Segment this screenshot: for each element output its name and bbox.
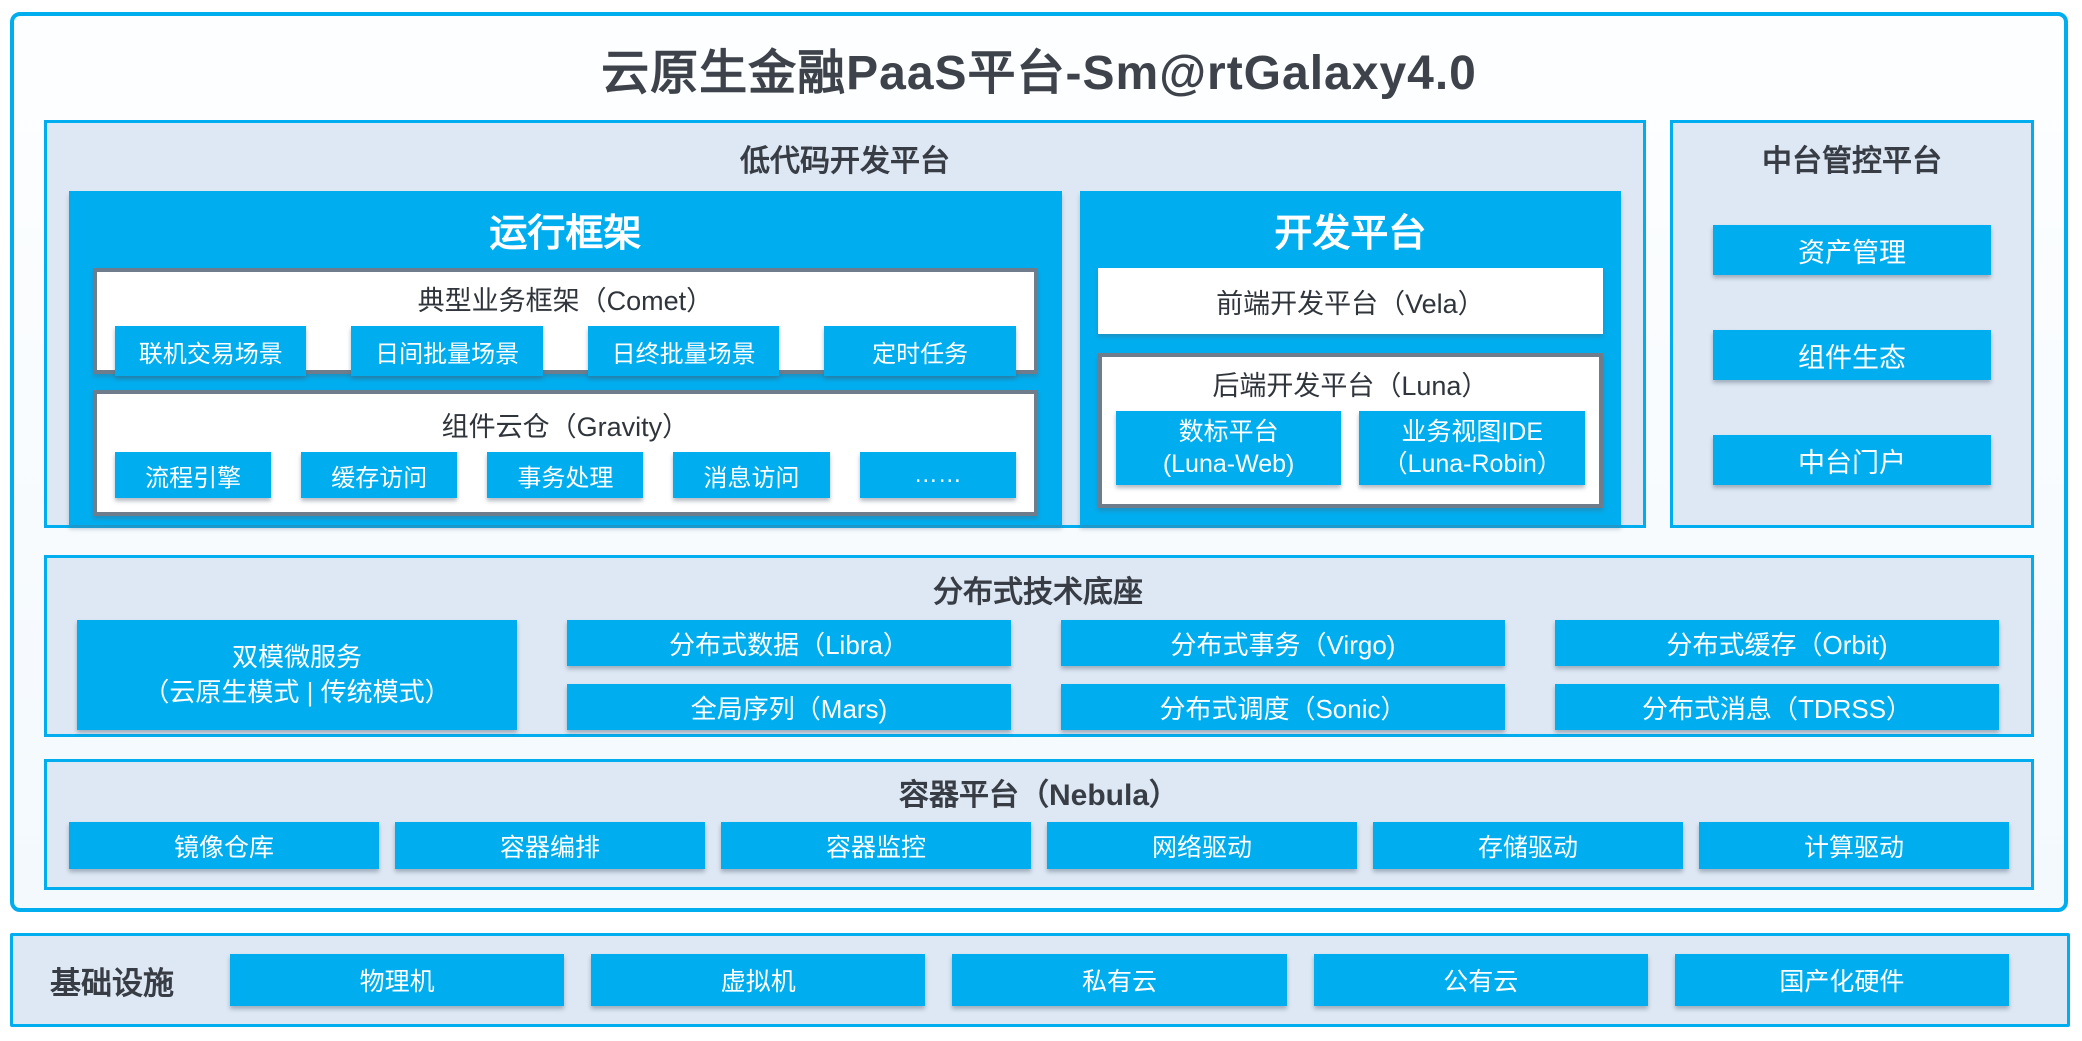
low-code-platform-section: 低代码开发平台 运行框架 典型业务框架（Comet） 联机交易场景 日间批量场景… (44, 120, 1646, 528)
block-network-driver: 网络驱动 (1047, 822, 1357, 869)
block-eod-batch: 日终批量场景 (587, 326, 780, 376)
midstage-control-section: 中台管控平台 资产管理 组件生态 中台门户 (1670, 120, 2034, 528)
vela-frontend-box: 前端开发平台（Vela） (1097, 268, 1603, 334)
gravity-items: 流程引擎 缓存访问 事务处理 消息访问 …… (115, 452, 1016, 498)
container-platform-section: 容器平台（Nebula） 镜像仓库 容器编排 容器监控 网络驱动 存储驱动 计算… (44, 759, 2034, 890)
block-container-orchestration: 容器编排 (395, 822, 705, 869)
block-message-access: 消息访问 (673, 452, 830, 498)
block-dual-mode-microservice: 双模微服务 （云原生模式 | 传统模式） (77, 620, 517, 730)
midstage-items: 资产管理 组件生态 中台门户 (1713, 225, 1991, 485)
block-compute-driver: 计算驱动 (1699, 822, 2009, 869)
infrastructure-section: 基础设施 物理机 虚拟机 私有云 公有云 国产化硬件 (10, 933, 2070, 1027)
block-distributed-message-tdrss: 分布式消息（TDRSS） (1555, 684, 1999, 730)
distributed-row: 分布式技术底座 双模微服务 （云原生模式 | 传统模式） 分布式数据（Libra… (44, 555, 2034, 737)
block-luna-web: 数标平台 (Luna-Web) (1115, 411, 1342, 485)
container-platform-items: 镜像仓库 容器编排 容器监控 网络驱动 存储驱动 计算驱动 (69, 822, 2009, 869)
block-midstage-portal: 中台门户 (1713, 435, 1991, 485)
comet-framework-box: 典型业务框架（Comet） 联机交易场景 日间批量场景 日终批量场景 定时任务 (93, 268, 1038, 376)
block-process-engine: 流程引擎 (115, 452, 272, 498)
block-transaction-processing: 事务处理 (487, 452, 644, 498)
container-platform-row: 容器平台（Nebula） 镜像仓库 容器编排 容器监控 网络驱动 存储驱动 计算… (44, 759, 2034, 890)
distributed-base-section: 分布式技术底座 双模微服务 （云原生模式 | 传统模式） 分布式数据（Libra… (44, 555, 2034, 737)
block-container-monitoring: 容器监控 (721, 822, 1031, 869)
block-global-sequence-mars: 全局序列（Mars) (567, 684, 1011, 730)
block-daytime-batch: 日间批量场景 (351, 326, 543, 376)
luna-backend-box: 后端开发平台（Luna） 数标平台 (Luna-Web) 业务视图IDE （Lu… (1097, 353, 1603, 508)
comet-items: 联机交易场景 日间批量场景 日终批量场景 定时任务 (115, 326, 1016, 376)
midstage-control-title: 中台管控平台 (1762, 145, 1942, 178)
comet-framework-title: 典型业务框架（Comet） (417, 286, 714, 316)
low-code-panels: 运行框架 典型业务框架（Comet） 联机交易场景 日间批量场景 日终批量场景 … (69, 191, 1621, 525)
dev-platform-panel: 开发平台 前端开发平台（Vela） 后端开发平台（Luna） 数标平台 (Lun… (1079, 191, 1621, 525)
block-scheduled-task: 定时任务 (824, 326, 1016, 376)
page-title: 云原生金融PaaS平台-Sm@rtGalaxy4.0 (601, 47, 1477, 100)
block-domestic-hardware: 国产化硬件 (1674, 954, 2010, 1006)
dev-platform-title: 开发平台 (1274, 213, 1427, 255)
low-code-platform-title: 低代码开发平台 (740, 145, 950, 178)
block-online-transaction: 联机交易场景 (115, 326, 307, 376)
top-row: 低代码开发平台 运行框架 典型业务框架（Comet） 联机交易场景 日间批量场景… (44, 120, 2034, 528)
gravity-warehouse-title: 组件云仓（Gravity） (441, 412, 690, 442)
block-distributed-cache-orbit: 分布式缓存（Orbit) (1555, 620, 1999, 666)
luna-robin-line1: 业务视图IDE (1401, 417, 1544, 446)
block-image-registry: 镜像仓库 (69, 822, 379, 869)
block-physical-machine: 物理机 (230, 954, 565, 1006)
container-platform-title: 容器平台（Nebula） (898, 779, 1180, 812)
distributed-items: 双模微服务 （云原生模式 | 传统模式） 分布式数据（Libra） 全局序列（M… (77, 620, 1999, 730)
block-virtual-machine: 虚拟机 (591, 954, 926, 1006)
dual-mode-line2: （云原生模式 | 传统模式） (143, 677, 451, 707)
block-private-cloud: 私有云 (952, 954, 1287, 1006)
dual-mode-line1: 双模微服务 (231, 641, 362, 672)
platform-frame: 云原生金融PaaS平台-Sm@rtGalaxy4.0 低代码开发平台 运行框架 … (10, 12, 2068, 912)
block-asset-management: 资产管理 (1713, 225, 1991, 275)
gravity-warehouse-box: 组件云仓（Gravity） 流程引擎 缓存访问 事务处理 消息访问 …… (93, 390, 1038, 516)
block-distributed-data-libra: 分布式数据（Libra） (567, 620, 1011, 666)
block-distributed-scheduling-sonic: 分布式调度（Sonic） (1061, 684, 1505, 730)
runtime-framework-title: 运行框架 (489, 213, 642, 255)
block-luna-robin: 业务视图IDE （Luna-Robin） (1359, 411, 1585, 485)
luna-backend-title: 后端开发平台（Luna） (1212, 371, 1489, 401)
block-component-ecosystem: 组件生态 (1713, 330, 1991, 380)
infrastructure-title: 基础设施 (50, 965, 174, 1001)
block-storage-driver: 存储驱动 (1373, 822, 1683, 869)
luna-items: 数标平台 (Luna-Web) 业务视图IDE （Luna-Robin） (1115, 411, 1585, 485)
infrastructure-items: 物理机 虚拟机 私有云 公有云 国产化硬件 (230, 954, 2010, 1006)
luna-robin-line2: （Luna-Robin） (1382, 450, 1562, 478)
block-cache-access: 缓存访问 (301, 452, 458, 498)
luna-web-line2: (Luna-Web) (1162, 450, 1295, 478)
distributed-base-title: 分布式技术底座 (933, 576, 1143, 609)
luna-web-line1: 数标平台 (1178, 417, 1279, 446)
block-ellipsis: …… (859, 452, 1016, 498)
block-distributed-transaction-virgo: 分布式事务（Virgo) (1061, 620, 1505, 666)
block-public-cloud: 公有云 (1313, 954, 1648, 1006)
runtime-framework-panel: 运行框架 典型业务框架（Comet） 联机交易场景 日间批量场景 日终批量场景 … (69, 191, 1062, 525)
